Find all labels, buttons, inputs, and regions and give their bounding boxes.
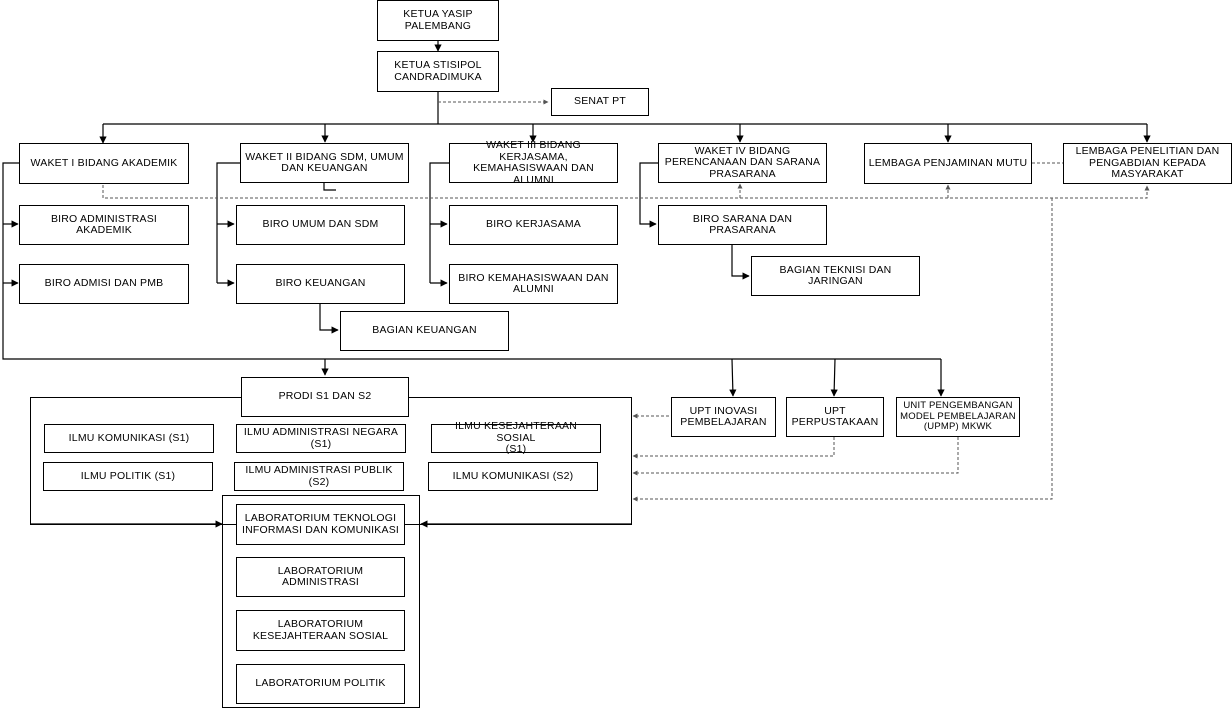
ilkom-s1-box: ILMU KOMUNIKASI (S1) [44,424,214,453]
waket-1-box: WAKET I BIDANG AKADEMIK [19,143,189,184]
biro-sarana-box: BIRO SARANA DAN PRASARANA [658,205,827,245]
biro-akademik-box: BIRO ADMINISTRASI AKADEMIK [19,205,189,245]
biro-umum-box: BIRO UMUM DAN SDM [236,205,405,245]
senat-pt-box: SENAT PT [551,88,649,116]
prodi-box: PRODI S1 DAN S2 [241,377,409,417]
adm-negara-box: ILMU ADMINISTRASI NEGARA (S1) [236,424,406,453]
ilkom-s2-box: ILMU KOMUNIKASI (S2) [428,462,598,491]
waket-4-box: WAKET IV BIDANG PERENCANAAN DAN SARANA P… [658,143,827,183]
ketua-yasip-box: KETUA YASIP PALEMBANG [377,0,499,41]
lab-adm-box: LABORATORIUM ADMINISTRASI [236,557,405,597]
lab-politik-box: LABORATORIUM POLITIK [236,664,405,704]
unit-upmp-box: UNIT PENGEMBANGAN MODEL PEMBELAJARAN (UP… [896,397,1020,437]
upt-inovasi-box: UPT INOVASI PEMBELAJARAN [671,397,776,437]
biro-kemahasiswaan-box: BIRO KEMAHASISWAAN DAN ALUMNI [449,264,618,304]
dashed-upmp-prodi [632,437,959,476]
line-waket4-branch [639,162,658,228]
lab-kesos-box: LABORATORIUM KESEJAHTERAAN SOSIAL [236,610,405,651]
biro-keuangan-box: BIRO KEUANGAN [236,264,405,304]
line-to-upt-inovasi [729,358,737,397]
lppm-box: LEMBAGA PENELITIAN DAN PENGABDIAN KEPADA… [1063,143,1232,184]
line-to-bagian-keuangan [319,303,339,334]
line-to-upt-perpus [830,358,838,397]
biro-kerjasama-box: BIRO KERJASAMA [449,205,618,245]
adm-publik-box: ILMU ADMINISTRASI PUBLIK (S2) [234,462,404,491]
lab-tik-box: LABORATORIUM TEKNOLOGI INFORMASI DAN KOM… [236,504,405,545]
line-to-bagian-teknisi [731,245,750,280]
line-waket2-tick [323,182,336,191]
line-waket3-branch [429,162,449,283]
dashed-upt-perpus-prodi [632,437,835,459]
dashed-coordination-line [102,185,1150,199]
bagian-keuangan-box: BAGIAN KEUANGAN [340,311,509,351]
bagian-teknisi-box: BAGIAN TEKNISI DAN JARINGAN [751,256,920,296]
ilpol-s1-box: ILMU POLITIK (S1) [43,462,213,491]
ketua-stisipol-box: KETUA STISIPOL CANDRADIMUKA [377,51,499,92]
dashed-lppm-prodi [632,198,1053,502]
line-waket2-branch [216,162,240,283]
upt-perpus-box: UPT PERPUSTAKAAN [786,397,884,437]
biro-pmb-box: BIRO ADMISI DAN PMB [19,264,189,304]
waket-2-box: WAKET II BIDANG SDM, UMUM DAN KEUANGAN [240,143,409,183]
waket-3-box: WAKET III BIDANG KERJASAMA, KEMAHASISWAA… [449,139,618,185]
kesos-s1-box: ILMU KESEJAHTERAAN SOSIAL (S1) [431,421,601,455]
lpm-box: LEMBAGA PENJAMINAN MUTU [864,143,1032,184]
line-waket1-lower-bus [2,162,941,360]
lab-group-container [222,495,420,708]
